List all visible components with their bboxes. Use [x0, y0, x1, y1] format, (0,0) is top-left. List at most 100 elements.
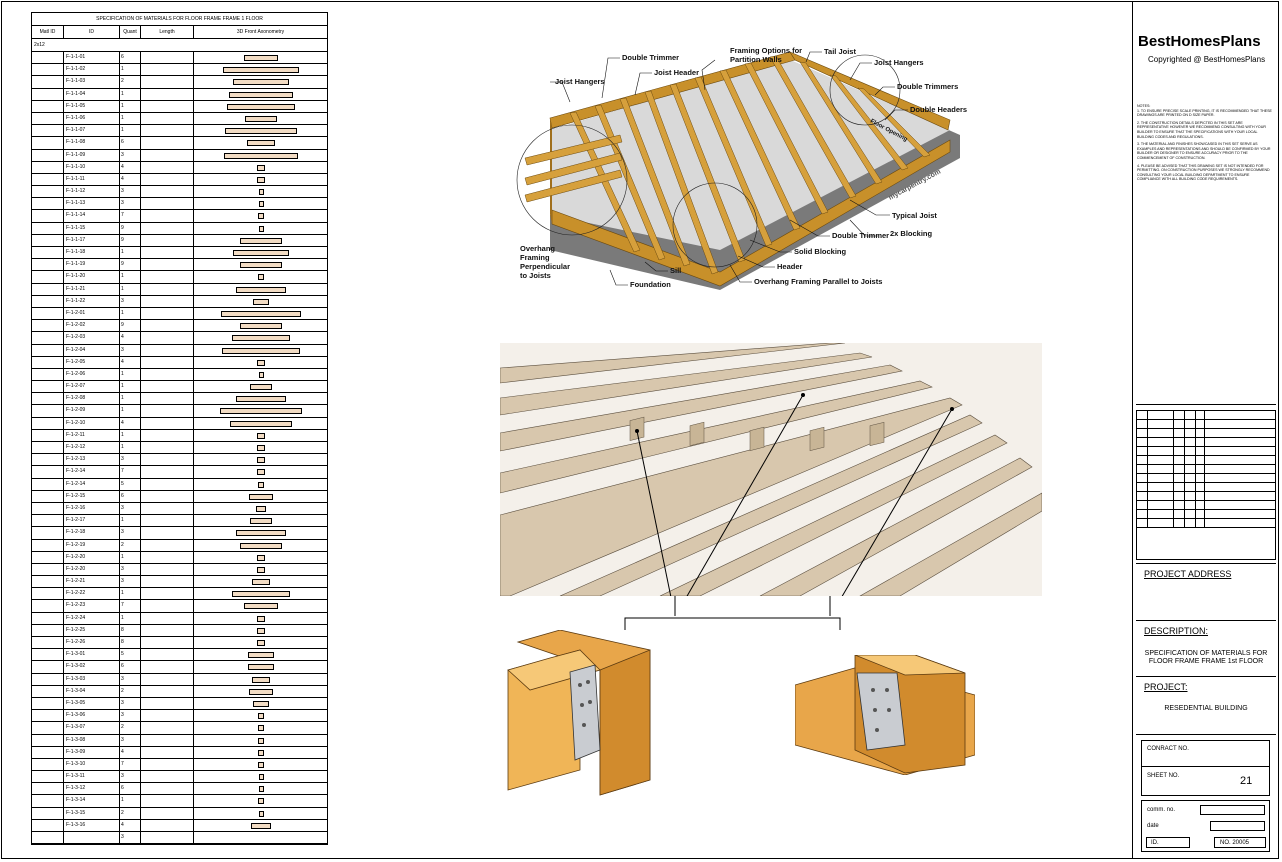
row-length: [141, 405, 194, 417]
row-length: [141, 112, 194, 125]
label-joist-hangers-left: Joist Hangers: [555, 77, 605, 86]
row-id: F-1-2-10: [64, 417, 120, 429]
note-item: 3. THE MATERIAL AND FINISHES SHOWCASED I…: [1137, 142, 1271, 160]
row-matl-id: [32, 112, 64, 125]
project-label: PROJECT:: [1144, 682, 1188, 692]
row-matl-id: [32, 283, 64, 295]
axonometry-bar: [240, 323, 282, 330]
row-id: F-1-1-03: [64, 76, 120, 88]
row-length: [141, 612, 194, 624]
row-quantity: 6: [120, 783, 141, 795]
row-quantity: 3: [120, 576, 141, 588]
row-quantity: 8: [120, 624, 141, 636]
row-id: F-1-2-19: [64, 539, 120, 551]
row-id: F-1-2-12: [64, 442, 120, 454]
row-axonometry: [194, 698, 327, 709]
row-quantity: 1: [120, 393, 141, 405]
row-length: [141, 234, 194, 246]
label-solid-blocking: Solid Blocking: [794, 247, 847, 256]
axonometry-bar: [257, 445, 265, 451]
row-id: F-1-1-22: [64, 295, 120, 307]
row-id: F-1-1-20: [64, 271, 120, 283]
row-id: F-1-1-02: [64, 64, 120, 76]
row-quantity: 9: [120, 234, 141, 246]
joist-hanger-detail-right: [795, 655, 975, 775]
axonometry-bar: [258, 798, 264, 805]
revision-grid: [1136, 410, 1276, 560]
row-id: F-1-1-08: [64, 137, 120, 149]
row-id: F-1-3-09: [64, 746, 120, 758]
row-quantity: 4: [120, 746, 141, 758]
row-quantity: 4: [120, 332, 141, 344]
row-length: [141, 600, 194, 612]
axonometry-bar: [258, 213, 264, 220]
date-field: [1210, 821, 1265, 831]
label-foundation: Foundation: [630, 280, 671, 289]
render-joists: [500, 343, 1042, 596]
axonometry-bar: [258, 225, 264, 232]
row-length: [141, 247, 194, 259]
col-header: Quant: [120, 26, 141, 38]
detail-circle-left: [516, 124, 628, 236]
row-id: F-1-1-15: [64, 222, 120, 234]
row-axonometry: [194, 198, 327, 209]
row-quantity: 1: [120, 795, 141, 807]
hanger-bracket: [856, 672, 906, 751]
row-quantity: 1: [120, 247, 141, 259]
row-matl-id: [32, 186, 64, 198]
axonometry-bar: [248, 664, 274, 671]
row-length: [141, 125, 194, 137]
row-matl-id: [32, 697, 64, 710]
row-matl-id: [32, 685, 64, 697]
row-axonometry: [194, 503, 327, 514]
spec-table-title: SPECIFICATION OF MATERIALS FOR FLOOR FRA…: [32, 13, 327, 26]
row-quantity: 3: [120, 527, 141, 539]
label-double-trimmer-top: Double Trimmer: [622, 53, 679, 62]
row-axonometry: [194, 113, 327, 124]
axonometry-bar: [249, 518, 273, 525]
axonometry-bar: [224, 152, 298, 159]
row-axonometry: [194, 674, 327, 685]
axonometry-bar: [257, 359, 265, 366]
axonometry-bar: [240, 262, 282, 269]
row-id: F-1-1-14: [64, 210, 120, 222]
divider: [1136, 404, 1276, 405]
row-axonometry: [194, 393, 327, 404]
row-id: F-1-3-03: [64, 673, 120, 685]
row-quantity: 1: [120, 271, 141, 283]
row-id: F-1-3-01: [64, 649, 120, 661]
row-length: [141, 478, 194, 490]
row-id: F-1-1-12: [64, 186, 120, 198]
label-partition-walls: Partition Walls: [730, 55, 782, 64]
row-matl-id: [32, 624, 64, 636]
row-axonometry: [194, 808, 327, 819]
row-id: F-1-1-11: [64, 173, 120, 186]
row-axonometry: [194, 649, 327, 660]
row-length: [141, 344, 194, 356]
axonometry-bar: [257, 176, 265, 183]
row-matl-id: [32, 478, 64, 490]
label-overhang-parallel: Overhang Framing Parallel to Joists: [754, 277, 882, 286]
row-matl-id: [32, 149, 64, 161]
row-length: [141, 588, 194, 600]
row-id: F-1-2-13: [64, 454, 120, 466]
row-length: [141, 149, 194, 161]
row-axonometry: [194, 223, 327, 234]
row-matl-id: [32, 393, 64, 405]
brand-name: BestHomesPlans: [1138, 33, 1261, 50]
row-matl-id: [32, 563, 64, 576]
row-id: F-1-2-14: [64, 478, 120, 490]
